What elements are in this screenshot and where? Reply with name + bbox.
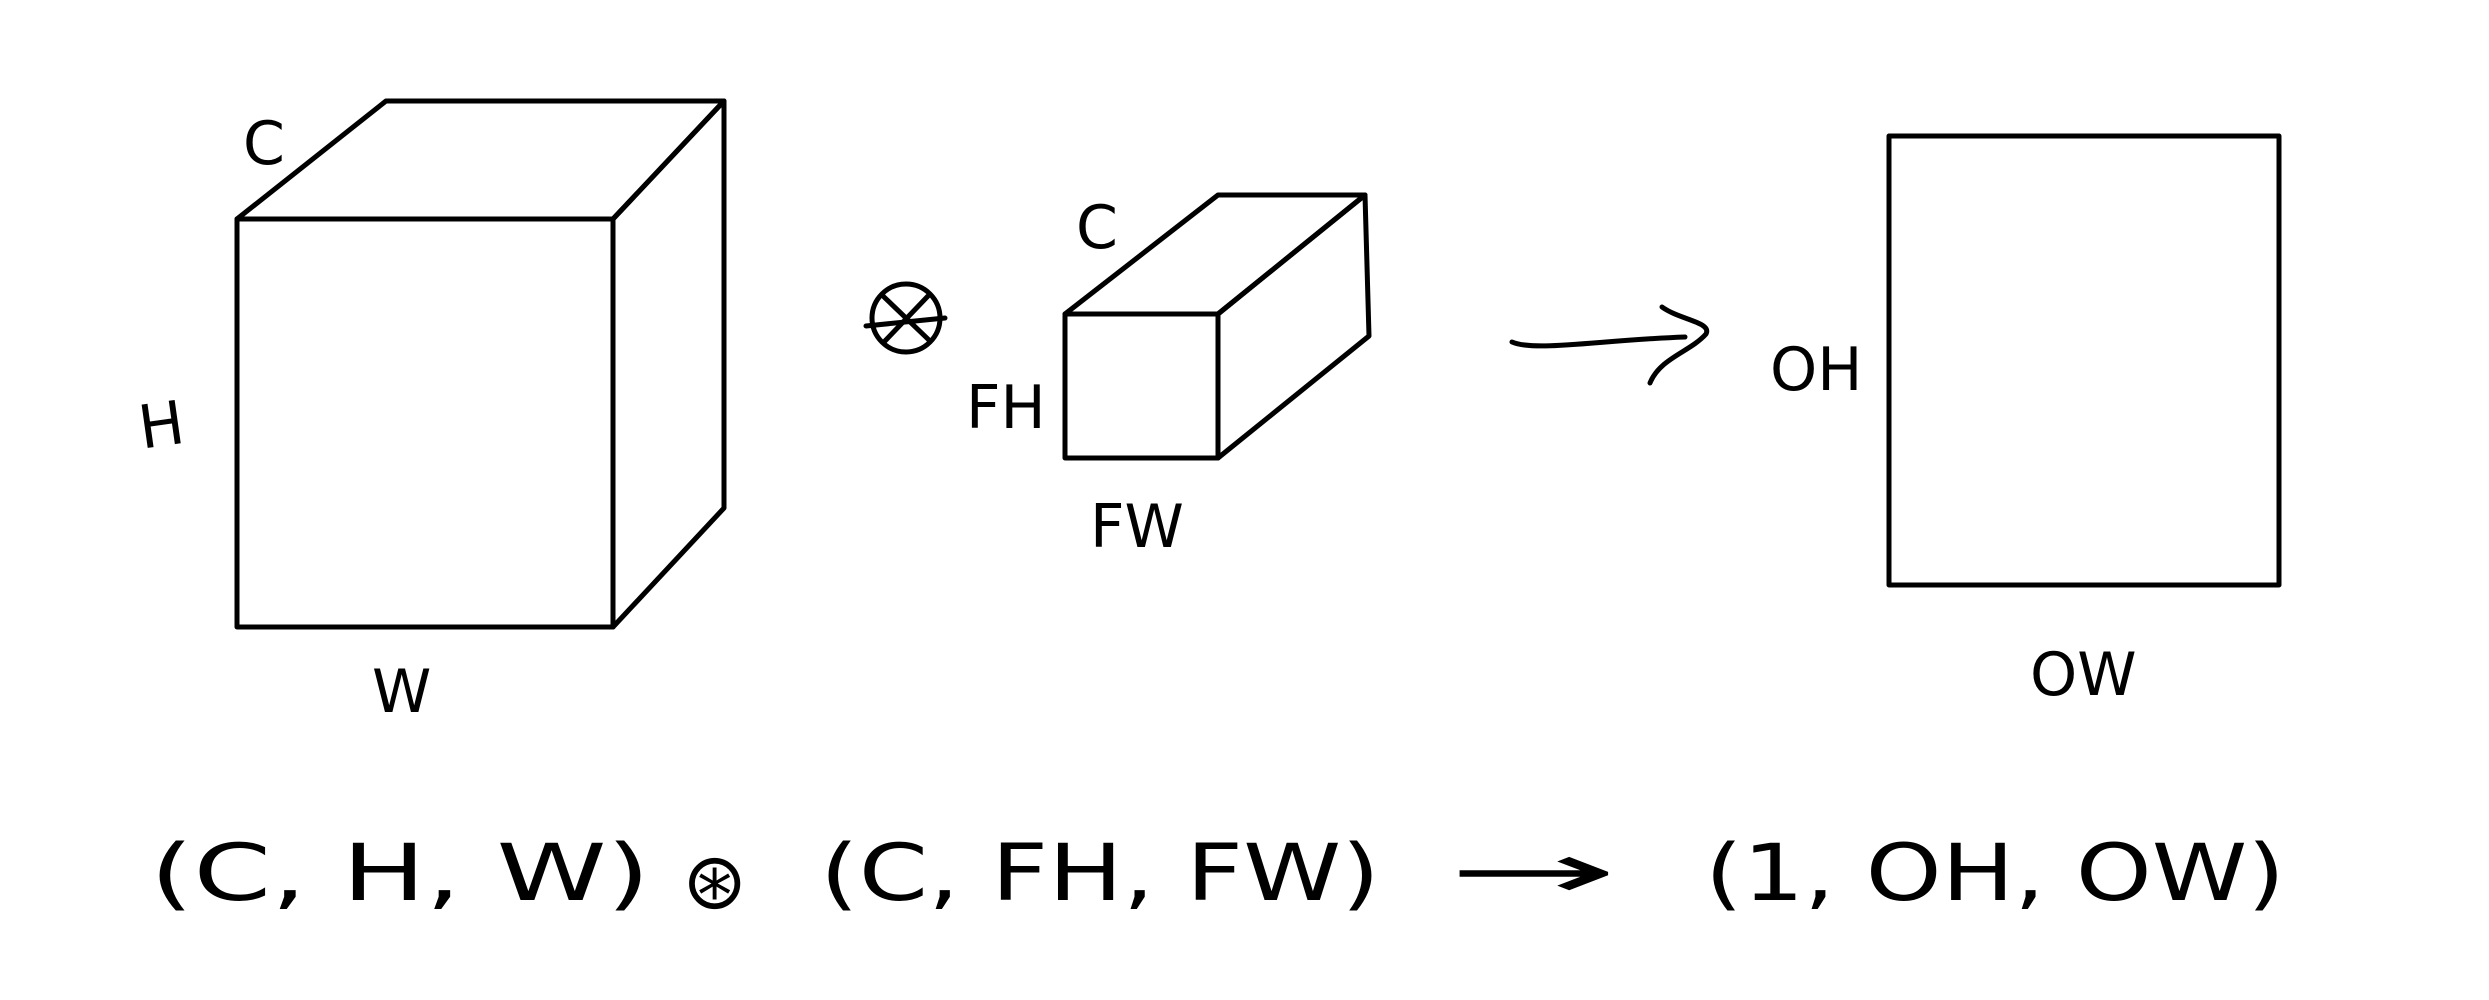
formula-arrow: → [1448,827,1618,917]
input-width-label: W [372,657,431,727]
filter-width-label: FW [1090,492,1184,562]
output-height-label: OH [1770,335,1862,405]
filter-box [1062,192,1372,461]
filter-channel-label: C [1076,193,1118,263]
formula-filter-shape: (C, FH, FW) [820,829,1380,919]
shape-formula: (C, H, W) ⊛ (C, FH, FW) → (1, OH, OW) [150,827,2285,927]
input-cube-front-face [234,216,616,630]
filter-height-label: FH [966,373,1046,443]
input-channel-label: C [243,109,285,179]
filter-box-front-face [1062,311,1221,461]
output-square [1886,133,2282,588]
input-cube-top-face [234,98,727,222]
formula-convolution-operator: ⊛ [682,837,747,927]
input-cube [234,98,727,630]
output-width-label: OW [2030,640,2137,710]
input-height-label: H [134,388,188,464]
filter-box-side-face [1215,192,1372,461]
output-arrow-icon [1509,304,1710,386]
input-cube-side-face [610,98,727,630]
formula-input-shape: (C, H, W) [150,829,650,919]
convolution-operator-icon [863,281,948,355]
formula-output-shape: (1, OH, OW) [1705,829,2285,919]
